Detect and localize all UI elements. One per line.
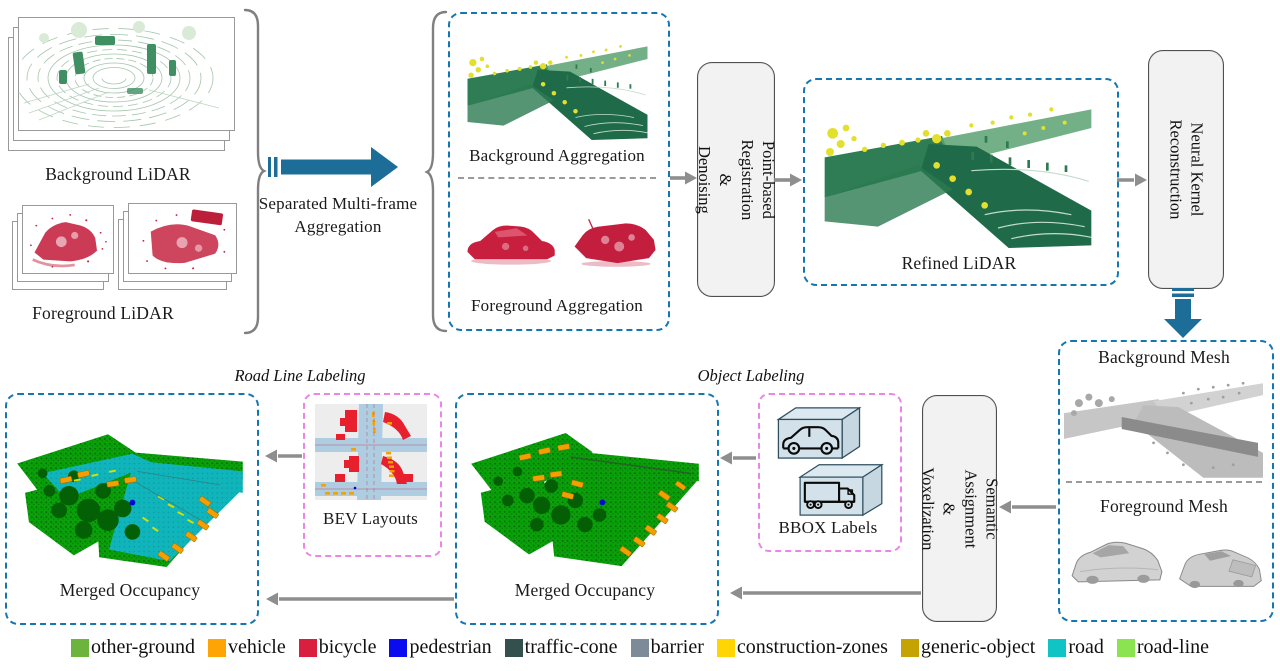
refined-lidar-caption: Refined LiDAR xyxy=(901,253,1017,273)
opening-brace xyxy=(424,10,448,333)
legend-label: vehicle xyxy=(227,636,286,658)
merged-occupancy-left-box xyxy=(5,393,259,625)
legend-item: traffic-cone xyxy=(504,636,618,659)
closing-brace xyxy=(243,8,267,335)
foreground-aggregation-caption: Foreground Aggregation xyxy=(470,296,643,315)
legend-item: other-ground xyxy=(70,636,195,659)
legend-item: generic-object xyxy=(900,636,1036,659)
legend-label: construction-zones xyxy=(736,636,888,658)
aggregation-box xyxy=(448,12,670,331)
merged-occupancy-left-image xyxy=(14,403,246,569)
legend: other-ground vehicle bicycle pedestrian … xyxy=(0,636,1280,659)
legend-swatch xyxy=(900,638,919,657)
legend-label: bicycle xyxy=(318,636,377,658)
legend-item: road-line xyxy=(1116,636,1210,659)
foreground-mesh-car1 xyxy=(1066,528,1168,598)
mesh-box xyxy=(1058,340,1274,622)
semantic-assignment-box: Semantic Assignment & Voxelization xyxy=(918,395,1001,622)
arrow-merged-mid-to-merged-left xyxy=(266,592,454,606)
arrow-bbox-to-merged-mid xyxy=(720,451,756,465)
background-mesh-image xyxy=(1064,373,1263,478)
legend-swatch xyxy=(1116,638,1135,657)
legend-item: road xyxy=(1048,636,1104,659)
background-lidar-image xyxy=(19,18,234,130)
legend-swatch xyxy=(70,638,89,657)
background-aggregation-caption: Background Aggregation xyxy=(469,146,645,165)
arrow-semantic-to-merged-mid xyxy=(730,586,921,600)
foreground-lidar-caption: Foreground LiDAR xyxy=(32,303,174,323)
bbox-car-icon xyxy=(774,404,862,460)
neural-kernel-box: Neural Kernel Reconstruction xyxy=(1148,50,1224,289)
background-mesh-caption: Background Mesh xyxy=(1098,347,1230,367)
arrow-bev-to-merged-left xyxy=(265,449,302,463)
foreground-lidar-frame1 xyxy=(22,205,114,274)
legend-swatch xyxy=(716,638,735,657)
legend-label: traffic-cone xyxy=(524,636,618,658)
legend-label: other-ground xyxy=(90,636,195,658)
foreground-mesh-caption: Foreground Mesh xyxy=(1100,496,1228,516)
reconstruction-down-arrow xyxy=(1164,288,1202,338)
aggregation-flow-arrow xyxy=(268,147,398,187)
bev-layouts-image xyxy=(315,404,427,500)
refined-lidar-image xyxy=(810,88,1106,248)
legend-label: generic-object xyxy=(920,636,1036,658)
merged-occupancy-mid-caption: Merged Occupancy xyxy=(514,580,656,600)
refined-lidar-box xyxy=(803,78,1119,286)
background-lidar-frame xyxy=(18,17,235,131)
merged-occupancy-left-caption: Merged Occupancy xyxy=(59,580,201,600)
legend-swatch xyxy=(1048,638,1067,657)
legend-swatch xyxy=(389,638,408,657)
arrow-mesh-to-semantic xyxy=(999,500,1056,514)
mesh-divider xyxy=(1066,481,1262,483)
foreground-lidar-frame2 xyxy=(128,203,237,274)
legend-item: construction-zones xyxy=(716,636,888,659)
legend-swatch xyxy=(504,638,523,657)
semantic-assignment-label: Semantic Assignment & Voxelization xyxy=(918,466,1002,551)
background-aggregation-image xyxy=(456,32,659,140)
legend-swatch xyxy=(298,638,317,657)
legend-label: road-line xyxy=(1136,636,1210,658)
point-based-registration-label: Point-based Registration & Denoising xyxy=(694,139,778,220)
legend-item: pedestrian xyxy=(389,636,492,659)
foreground-aggregation-car1 xyxy=(462,212,562,270)
bbox-labels-caption: BBOX Labels xyxy=(778,518,878,537)
point-based-registration-box: Point-based Registration & Denoising xyxy=(695,62,778,297)
bbox-labels-box xyxy=(758,393,902,552)
foreground-lidar-image-1 xyxy=(23,206,113,273)
legend-swatch xyxy=(630,638,649,657)
foreground-aggregation-car2 xyxy=(568,212,663,272)
arrow-refined-to-neuralkernel xyxy=(1117,173,1147,187)
aggregation-arrow-label: Separated Multi-frame Aggregation xyxy=(258,194,418,236)
foreground-mesh-car2 xyxy=(1172,532,1267,598)
background-lidar-caption: Background LiDAR xyxy=(45,164,191,184)
legend-label: pedestrian xyxy=(409,636,492,658)
bbox-truck-icon xyxy=(796,460,884,517)
aggregation-divider xyxy=(458,177,656,179)
neural-kernel-label: Neural Kernel Reconstruction xyxy=(1166,119,1207,220)
merged-occupancy-mid-image xyxy=(466,404,704,568)
bev-layouts-caption: BEV Layouts xyxy=(323,509,418,528)
legend-item: vehicle xyxy=(207,636,286,659)
legend-label: barrier xyxy=(650,636,704,658)
bev-layouts-box xyxy=(303,393,442,557)
road-line-labeling-title: Road Line Labeling xyxy=(234,366,366,385)
object-labeling-title: Object Labeling xyxy=(697,366,805,385)
legend-item: barrier xyxy=(630,636,704,659)
legend-item: bicycle xyxy=(298,636,377,659)
foreground-lidar-image-2 xyxy=(129,204,236,273)
legend-label: road xyxy=(1068,636,1104,658)
merged-occupancy-mid-box xyxy=(455,393,719,625)
legend-swatch xyxy=(207,638,226,657)
